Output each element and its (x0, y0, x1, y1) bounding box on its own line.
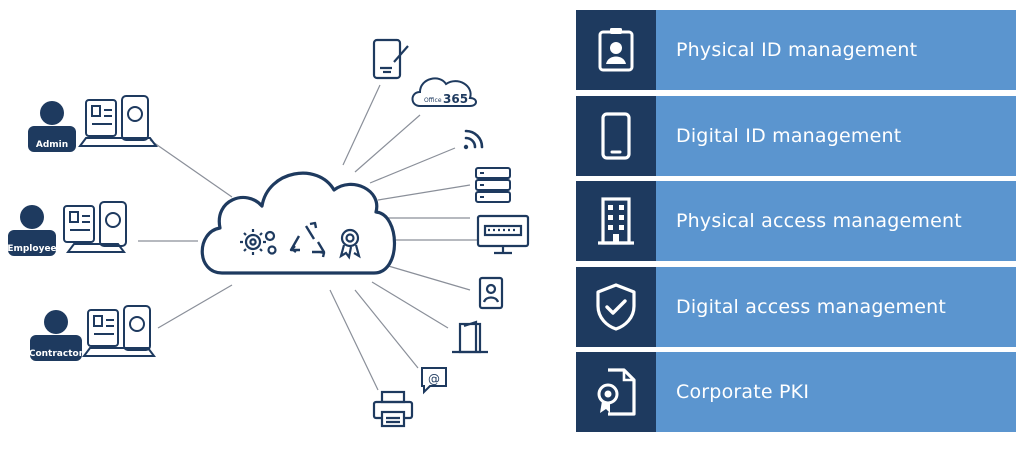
connector-printer (329, 289, 379, 391)
label-box: Physical access management (656, 181, 1016, 261)
connector-server (377, 184, 471, 201)
recycle-icon (289, 221, 326, 258)
devices-icon (63, 201, 127, 253)
building-icon (598, 197, 634, 245)
connector-office365 (354, 114, 421, 173)
row-label: Digital ID management (676, 124, 902, 147)
office-prefix: Office (424, 97, 442, 104)
rss-icon (463, 129, 484, 150)
office365-cloud-icon: Office 365 (411, 77, 477, 107)
award-icon (339, 228, 361, 260)
printer-icon (372, 390, 414, 428)
icon-box (576, 266, 656, 347)
row-label: Digital access management (676, 295, 946, 318)
row-corporate-pki: Corporate PKI (576, 352, 1016, 432)
connector-idcard (384, 264, 471, 291)
row-label: Physical access management (676, 210, 962, 232)
at-glyph: @ (428, 372, 440, 386)
central-cloud (200, 171, 396, 275)
id-badge-icon (598, 28, 634, 72)
user-employee: Employee (7, 201, 127, 256)
row-digital-id: Digital ID management (576, 95, 1016, 176)
row-label: Corporate PKI (676, 381, 810, 403)
user-label: Admin (36, 140, 68, 150)
user-label: Employee (7, 244, 56, 254)
connector-admin (149, 139, 233, 198)
id-card-icon (478, 276, 504, 310)
capability-panel: Physical ID management Digital ID manage… (576, 10, 1016, 438)
label-box: Digital ID management (656, 95, 1016, 176)
user-label: Contractor (29, 349, 84, 359)
label-box: Digital access management (656, 266, 1016, 347)
cloud-hub-diagram: Admin Employee Contractor (7, 38, 530, 428)
door-icon (452, 320, 488, 354)
connector-tablet (342, 84, 381, 166)
office365-label: 365 (443, 92, 468, 106)
email-icon: @ (421, 367, 447, 395)
certificate-document-icon (597, 368, 636, 416)
icon-box (576, 181, 656, 261)
server-icon (475, 167, 511, 203)
tablet-sign-icon (372, 38, 409, 80)
connector-door (371, 281, 449, 329)
user-contractor: Contractor (29, 305, 156, 361)
user-admin: Admin (28, 95, 158, 152)
user-icon (44, 310, 68, 334)
smartphone-icon (601, 111, 631, 160)
shield-check-icon (596, 282, 636, 331)
gears-icon (240, 229, 277, 255)
row-digital-access: Digital access management (576, 266, 1016, 347)
devices-icon (78, 95, 158, 147)
user-icon (40, 101, 64, 125)
row-label: Physical ID management (676, 39, 918, 61)
cloud-outline (200, 171, 396, 275)
label-box: Corporate PKI (656, 352, 1016, 432)
user-icon (20, 205, 44, 229)
devices-icon (82, 305, 156, 357)
row-physical-id: Physical ID management (576, 10, 1016, 90)
connector-rss (369, 147, 456, 184)
connector-lines (138, 84, 478, 391)
connector-email (354, 289, 419, 369)
connector-contractor (157, 284, 233, 329)
row-physical-access: Physical access management (576, 181, 1016, 261)
label-box: Physical ID management (656, 10, 1016, 90)
icon-box (576, 352, 656, 432)
keyboard-monitor-icon (476, 214, 530, 255)
icon-box (576, 10, 656, 90)
icon-box (576, 95, 656, 176)
